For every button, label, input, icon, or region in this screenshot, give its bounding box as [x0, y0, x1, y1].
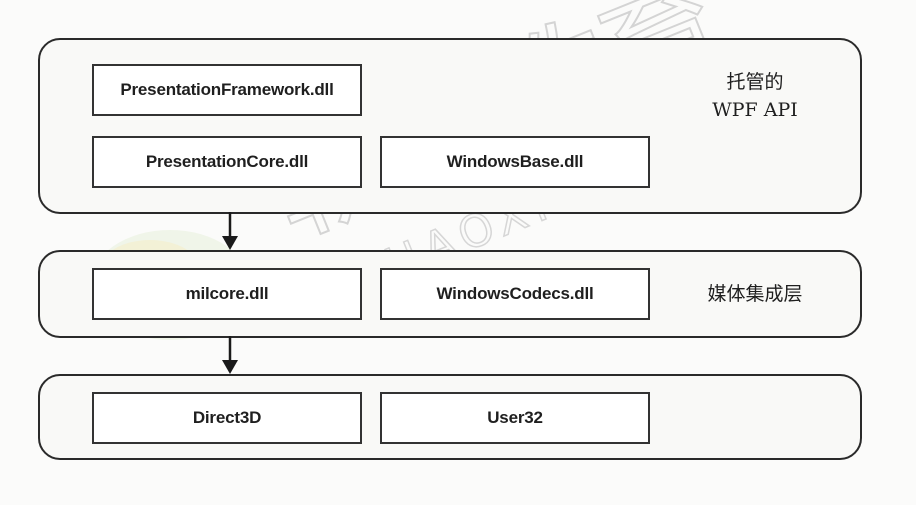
- box-label: PresentationCore.dll: [145, 152, 309, 171]
- box-label: WindowsCodecs.dll: [436, 284, 594, 303]
- layer-os: Direct3D User32: [38, 374, 862, 460]
- box-presentation-core: PresentationCore.dll: [92, 136, 362, 188]
- box-user32: User32: [380, 392, 650, 444]
- arrow-down-icon: [220, 336, 240, 376]
- layer-label-line: 托管的: [726, 71, 784, 93]
- box-label: milcore.dll: [185, 284, 269, 303]
- box-windows-base: WindowsBase.dll: [380, 136, 650, 188]
- box-milcore: milcore.dll: [92, 268, 362, 320]
- layer-managed-wpf-api: PresentationFramework.dll PresentationCo…: [38, 38, 862, 214]
- box-label: User32: [487, 408, 543, 427]
- layer-label-managed: 托管的 WPF API: [695, 68, 815, 124]
- box-presentation-framework: PresentationFramework.dll: [92, 64, 362, 116]
- box-label: Direct3D: [192, 408, 262, 427]
- layer-label-line: WPF API: [712, 99, 798, 121]
- layer-label-media: 媒体集成层: [707, 283, 803, 305]
- box-label: WindowsBase.dll: [446, 152, 584, 171]
- arrow-down-icon: [220, 212, 240, 252]
- box-label: PresentationFramework.dll: [120, 80, 334, 99]
- layer-media-integration: milcore.dll WindowsCodecs.dll 媒体集成层: [38, 250, 862, 338]
- box-direct3d: Direct3D: [92, 392, 362, 444]
- box-windows-codecs: WindowsCodecs.dll: [380, 268, 650, 320]
